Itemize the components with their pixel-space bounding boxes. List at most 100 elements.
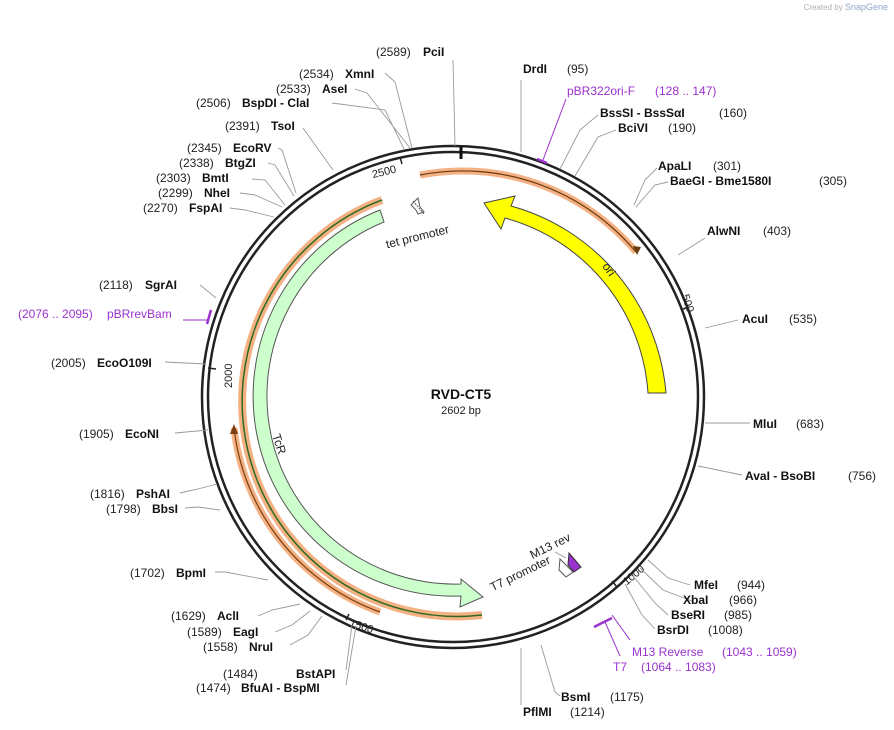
enzyme-name-nhei[interactable]: NheI (204, 186, 230, 200)
enzyme-name-bsmi[interactable]: BsmI (561, 690, 590, 704)
m13-reverse-site[interactable] (593, 616, 613, 629)
ori-feature[interactable] (483, 195, 667, 394)
enzyme-pos-nhei: (2299) (158, 186, 193, 200)
primer-name-t7[interactable]: T7 (613, 660, 627, 674)
enzyme-pos-apali: (301) (713, 159, 741, 173)
enzyme-pos-xbai: (966) (729, 593, 757, 607)
enzyme-labels: (2589) PciI DrdI (95) BssSI - BssSαI (16… (51, 45, 876, 719)
pbrrevbam-site[interactable] (205, 309, 213, 325)
tick-2000: 2000 (207, 364, 235, 388)
tick-1500: 1500 (345, 613, 375, 636)
enzyme-name-btgzi[interactable]: BtgZI (225, 156, 256, 170)
primer-name-pbrrevbam[interactable]: pBRrevBam (107, 307, 172, 321)
enzyme-name-econi[interactable]: EcoNI (125, 427, 159, 441)
enzyme-pos-pshai: (1816) (90, 487, 125, 501)
enzyme-name-mlui[interactable]: MluI (753, 417, 777, 431)
enzyme-pos-alwni: (403) (763, 224, 791, 238)
enzyme-name-asei[interactable]: AseI (322, 82, 347, 96)
enzyme-pos-avai: (756) (848, 469, 876, 483)
enzyme-pos-btgzi: (2338) (179, 156, 214, 170)
ori-label: ori (599, 260, 618, 279)
enzyme-pos-bmti: (2303) (156, 171, 191, 185)
enzyme-pos-bfuai: (1474) (196, 681, 231, 695)
enzyme-pos-baegi: (305) (819, 174, 847, 188)
enzyme-pos-acui: (535) (789, 312, 817, 326)
pbr322ori-f-site[interactable] (536, 157, 548, 165)
enzyme-name-apali[interactable]: ApaLI (658, 159, 691, 173)
enzyme-name-avai[interactable]: AvaI - BsoBI (745, 469, 815, 483)
enzyme-name-bstapi[interactable]: BstAPI (296, 667, 335, 681)
enzyme-pos-fspai: (2270) (143, 201, 178, 215)
enzyme-pos-sgrai: (2118) (99, 278, 133, 292)
tcr-label: TcR (269, 432, 289, 456)
tick-500: 500 (679, 293, 696, 314)
enzyme-pos-xmni: (2534) (299, 67, 334, 81)
enzyme-pos-asei: (2533) (276, 82, 311, 96)
backbone-outer (200, 144, 706, 650)
t7-primer-leader (611, 614, 631, 641)
primer-range-m13-reverse: (1043 .. 1059) (722, 645, 797, 659)
enzyme-name-tsoi[interactable]: TsoI (271, 119, 295, 133)
enzyme-name-bseri[interactable]: BseRI (671, 608, 705, 622)
enzyme-name-bpmi[interactable]: BpmI (176, 566, 206, 580)
enzyme-name-bmti[interactable]: BmtI (202, 171, 229, 185)
enzyme-pos-tsoi: (2391) (225, 119, 260, 133)
enzyme-name-ecoo109i[interactable]: EcoO109I (97, 356, 152, 370)
enzyme-pos-bstapi: (1484) (223, 667, 258, 681)
primer-labels: pBR322ori-F (128 .. 147) M13 Reverse (10… (18, 84, 797, 674)
enzyme-pos-mlui: (683) (796, 417, 824, 431)
enzyme-pos-bsrdi: (1008) (708, 623, 743, 637)
primer-name-pbr322ori-f[interactable]: pBR322ori-F (567, 84, 635, 98)
enzyme-name-acli[interactable]: AclI (217, 609, 239, 623)
snapgene-logo: SnapGene (844, 2, 888, 12)
enzyme-name-bfuai[interactable]: BfuAI - BspMI (241, 681, 320, 695)
enzyme-pos-ecoo109i: (2005) (51, 356, 86, 370)
plasmid-length: 2602 bp (441, 405, 481, 417)
small-orf-line (233, 427, 381, 613)
enzyme-name-baegi[interactable]: BaeGI - Bme1580I (670, 174, 771, 188)
enzyme-name-drdi[interactable]: DrdI (523, 62, 547, 76)
credit-prefix: Created by (803, 3, 843, 12)
enzyme-name-eagi[interactable]: EagI (233, 625, 258, 639)
ori-orf-arrowhead (633, 246, 641, 255)
enzyme-name-nrui[interactable]: NruI (249, 640, 273, 654)
enzyme-name-acui[interactable]: AcuI (742, 312, 768, 326)
tet-promoter[interactable] (410, 197, 425, 215)
enzyme-pos-drdi: (95) (567, 62, 588, 76)
primer-name-m13-reverse[interactable]: M13 Reverse (632, 645, 704, 659)
enzyme-name-xmni[interactable]: XmnI (345, 67, 374, 81)
enzyme-name-bsssi[interactable]: BssSI - BssSαI (600, 106, 685, 120)
m13-rev-leader (554, 551, 567, 559)
enzyme-name-xbai[interactable]: XbaI (683, 593, 708, 607)
enzyme-name-bbsi[interactable]: BbsI (152, 502, 178, 516)
primer-range-pbr322ori-f: (128 .. 147) (655, 84, 716, 98)
tcr-orf-line (241, 199, 483, 618)
enzyme-name-alwni[interactable]: AlwNI (707, 224, 740, 238)
plasmid-name: RVD-CT5 (431, 386, 492, 402)
enzyme-name-fspai[interactable]: FspAI (189, 201, 222, 215)
enzyme-pos-bsmi: (1175) (610, 690, 644, 704)
tet-promoter-label: tet promoter (384, 222, 450, 251)
t7-promoter[interactable] (558, 557, 574, 578)
enzyme-name-pshai[interactable]: PshAI (136, 487, 170, 501)
enzyme-pos-mfei: (944) (737, 578, 765, 592)
enzyme-pos-bpmi: (1702) (130, 566, 165, 580)
enzyme-pos-bbsi: (1798) (106, 502, 141, 516)
enzyme-pos-bseri: (985) (724, 608, 752, 622)
enzyme-pos-ecorv: (2345) (187, 141, 222, 155)
m13-rev-site[interactable] (567, 551, 582, 573)
enzyme-pos-nrui: (1558) (203, 640, 238, 654)
primer-range-pbrrevbam: (2076 .. 2095) (18, 307, 93, 321)
enzyme-name-bsrdi[interactable]: BsrDI (657, 623, 689, 637)
enzyme-name-bcivi[interactable]: BciVI (618, 121, 648, 135)
tcr-feature[interactable] (252, 209, 484, 608)
enzyme-pos-bsssi: (160) (719, 106, 747, 120)
enzyme-pos-pflmi: (1214) (570, 705, 605, 719)
enzyme-name-ecorv[interactable]: EcoRV (233, 141, 271, 155)
enzyme-name-sgrai[interactable]: SgrAI (145, 278, 177, 292)
enzyme-name-bspdi[interactable]: BspDI - ClaI (242, 96, 309, 110)
enzyme-name-pflmi[interactable]: PflMI (523, 705, 552, 719)
enzyme-name-mfei[interactable]: MfeI (694, 578, 718, 592)
enzyme-name-pcii[interactable]: PciI (423, 45, 444, 59)
